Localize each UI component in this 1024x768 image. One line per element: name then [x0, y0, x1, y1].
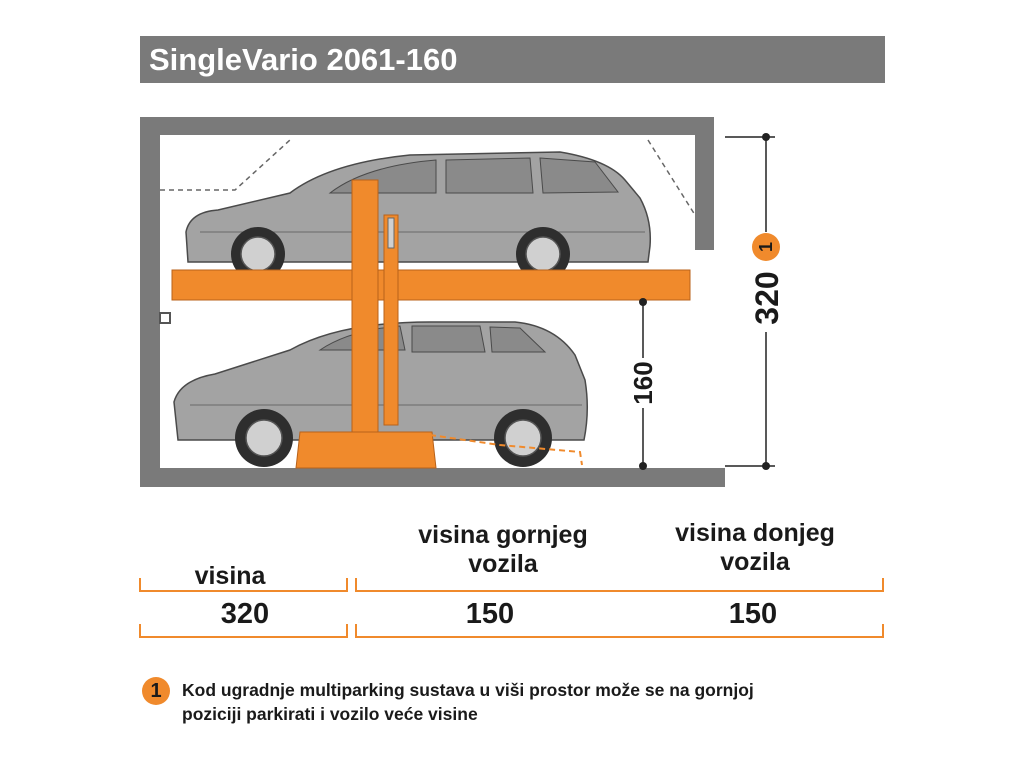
total-height-label: 320: [749, 271, 785, 324]
table-header-upper-vehicle-height: visina gornjeg vozila: [418, 521, 588, 578]
table-value-lower-vehicle-height: 150: [728, 598, 778, 630]
footnote-line-2: poziciji parkirati i vozilo veće visine: [182, 704, 478, 724]
table-value-upper-vehicle-height: 150: [465, 598, 515, 630]
footnote-line-1: Kod ugradnje multiparking sustava u viši…: [182, 680, 754, 700]
table-header-height: visina: [194, 562, 266, 590]
table-header-lower-vehicle-height: visina donjeg vozila: [675, 519, 835, 576]
note-marker-label: 1: [756, 242, 776, 252]
lower-level-height-label: 160: [628, 361, 658, 404]
footnote-marker: 1: [142, 677, 170, 705]
page-title: SingleVario 2061-160: [140, 36, 885, 83]
parking-lift: [171, 179, 691, 469]
garage-walls: [140, 117, 725, 487]
upper-car: [185, 151, 652, 281]
table-brackets: [139, 578, 884, 638]
table-value-height: 320: [220, 598, 270, 630]
footnote-text: Kod ugradnje multiparking sustava u viši…: [182, 678, 882, 726]
note-marker-badge: [752, 233, 780, 261]
